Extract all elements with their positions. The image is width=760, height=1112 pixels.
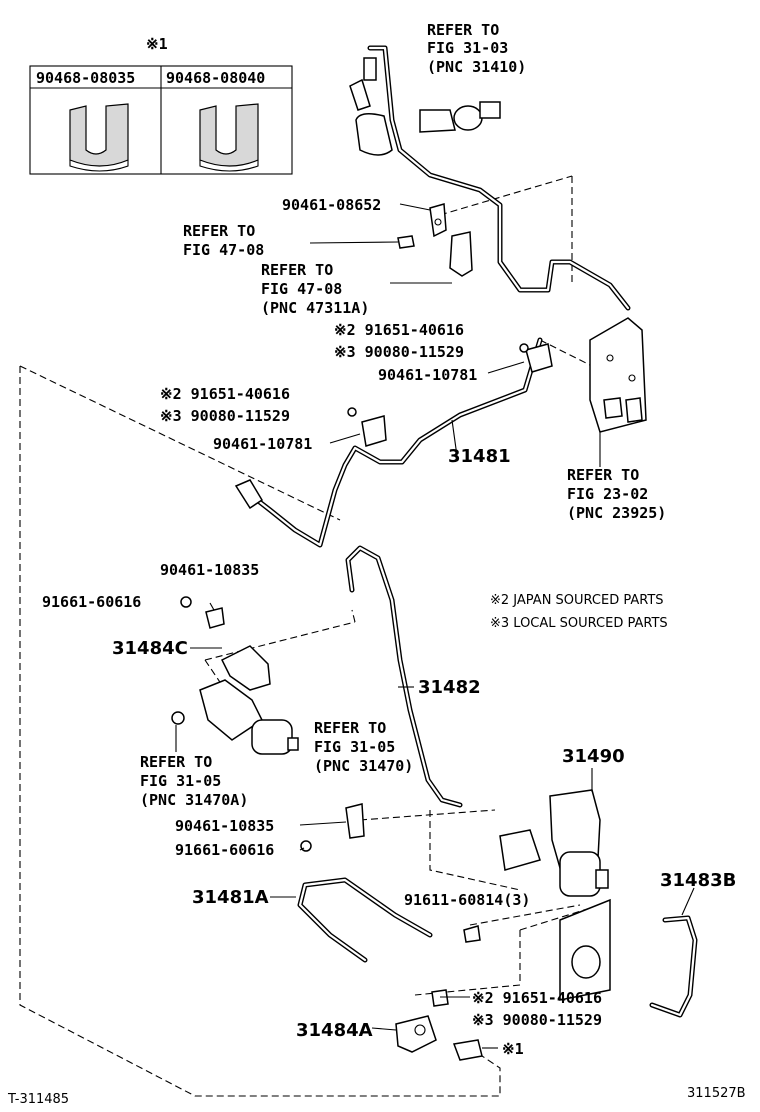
u-clip-small-icon	[69, 103, 129, 172]
label-ref-31-05b-line3: (PNC 31470A)	[140, 791, 248, 809]
label-r2-mark3: ※3 90080-11529	[160, 407, 290, 425]
bracket-47311A	[449, 231, 473, 277]
table-col1-header: 90468-08035	[36, 69, 135, 87]
label-31484A: 31484A	[296, 1020, 373, 1041]
label-ref-23-02-line3: (PNC 23925)	[567, 504, 666, 522]
label-91611-60814: 91611-60814(3)	[404, 891, 530, 909]
clamp-90461-08652	[429, 203, 447, 238]
label-ref-31-03-line2: FIG 31-03	[427, 39, 508, 57]
label-mark1: ※1	[502, 1040, 524, 1058]
u-clip-large-icon	[199, 103, 259, 172]
bracket-31484C	[220, 645, 271, 691]
label-31482: 31482	[418, 677, 481, 698]
fitting-left	[234, 479, 264, 510]
table-mark: ※1	[146, 35, 168, 53]
label-r2-mark2: ※2 91651-40616	[160, 385, 290, 403]
clamp-90461-10835-upper	[180, 596, 225, 629]
label-90461-08652: 90461-08652	[282, 196, 381, 214]
label-ref-31-03-line3: (PNC 31410)	[427, 58, 526, 76]
label-90461-10835-lower: 90461-10835	[175, 817, 274, 835]
label-91661-60616-lower: 91661-60616	[175, 841, 274, 859]
bracket-23925	[589, 317, 647, 433]
clip-mark1	[452, 1039, 483, 1061]
master-cylinder-31490	[499, 789, 611, 1001]
label-ref-47-08a-line1: REFER TO	[183, 222, 255, 240]
bolt-47-08	[397, 235, 415, 249]
master-cylinder-assembly	[349, 57, 501, 156]
label-ref-31-05b-line2: FIG 31-05	[140, 772, 221, 790]
label-ref-31-05a-line2: FIG 31-05	[314, 738, 395, 756]
label-r1-90461-10781: 90461-10781	[378, 366, 477, 384]
label-91661-60616-upper: 91661-60616	[42, 593, 141, 611]
label-ref-47-08b-line1: REFER TO	[261, 261, 333, 279]
label-ref-47-08a-line2: FIG 47-08	[183, 241, 264, 259]
table-col2-header: 90468-08040	[166, 69, 265, 87]
release-cylinder	[171, 679, 299, 755]
label-ref-31-03-line1: REFER TO	[427, 21, 499, 39]
label-r3-mark2: ※2 91651-40616	[472, 989, 602, 1007]
label-ref-31-05a-line1: REFER TO	[314, 719, 386, 737]
label-ref-31-05b-line1: REFER TO	[140, 753, 212, 771]
label-31490: 31490	[562, 746, 625, 767]
label-ref-31-05a-line3: (PNC 31470)	[314, 757, 413, 775]
tubes	[245, 45, 698, 1018]
label-31484C: 31484C	[112, 638, 188, 659]
label-31481: 31481	[448, 446, 511, 467]
label-r2-90461-10781: 90461-10781	[213, 435, 312, 453]
label-31481A: 31481A	[192, 887, 269, 908]
labels: REFER TO FIG 31-03 (PNC 31410) 90461-086…	[7, 21, 746, 1107]
leader-lines	[175, 203, 695, 1049]
label-ref-47-08b-line2: FIG 47-08	[261, 280, 342, 298]
note-japan-sourced: ※2 JAPAN SOURCED PARTS	[490, 593, 664, 608]
label-ref-23-02-line2: FIG 23-02	[567, 485, 648, 503]
clip-table: ※1 90468-08035 90468-08040	[29, 35, 293, 175]
label-r3-mark3: ※3 90080-11529	[472, 1011, 602, 1029]
clamp-90461-10781-upper	[519, 343, 553, 373]
footer-right-code: 311527B	[687, 1086, 746, 1101]
label-31483B: 31483B	[660, 870, 736, 891]
bolt-91611-60814	[463, 925, 481, 943]
label-r1-mark2: ※2 91651-40616	[334, 321, 464, 339]
label-90461-10835-upper: 90461-10835	[160, 561, 259, 579]
label-r1-mark3: ※3 90080-11529	[334, 343, 464, 361]
label-ref-47-08b-line3: (PNC 47311A)	[261, 299, 369, 317]
bracket-31484A	[395, 989, 449, 1053]
label-ref-23-02-line1: REFER TO	[567, 466, 639, 484]
clamp-90461-10781-lower	[347, 407, 387, 447]
note-local-sourced: ※3 LOCAL SOURCED PARTS	[490, 616, 668, 631]
footer-left-code: T-311485	[7, 1092, 69, 1107]
clamp-90461-10835-lower	[300, 803, 365, 852]
